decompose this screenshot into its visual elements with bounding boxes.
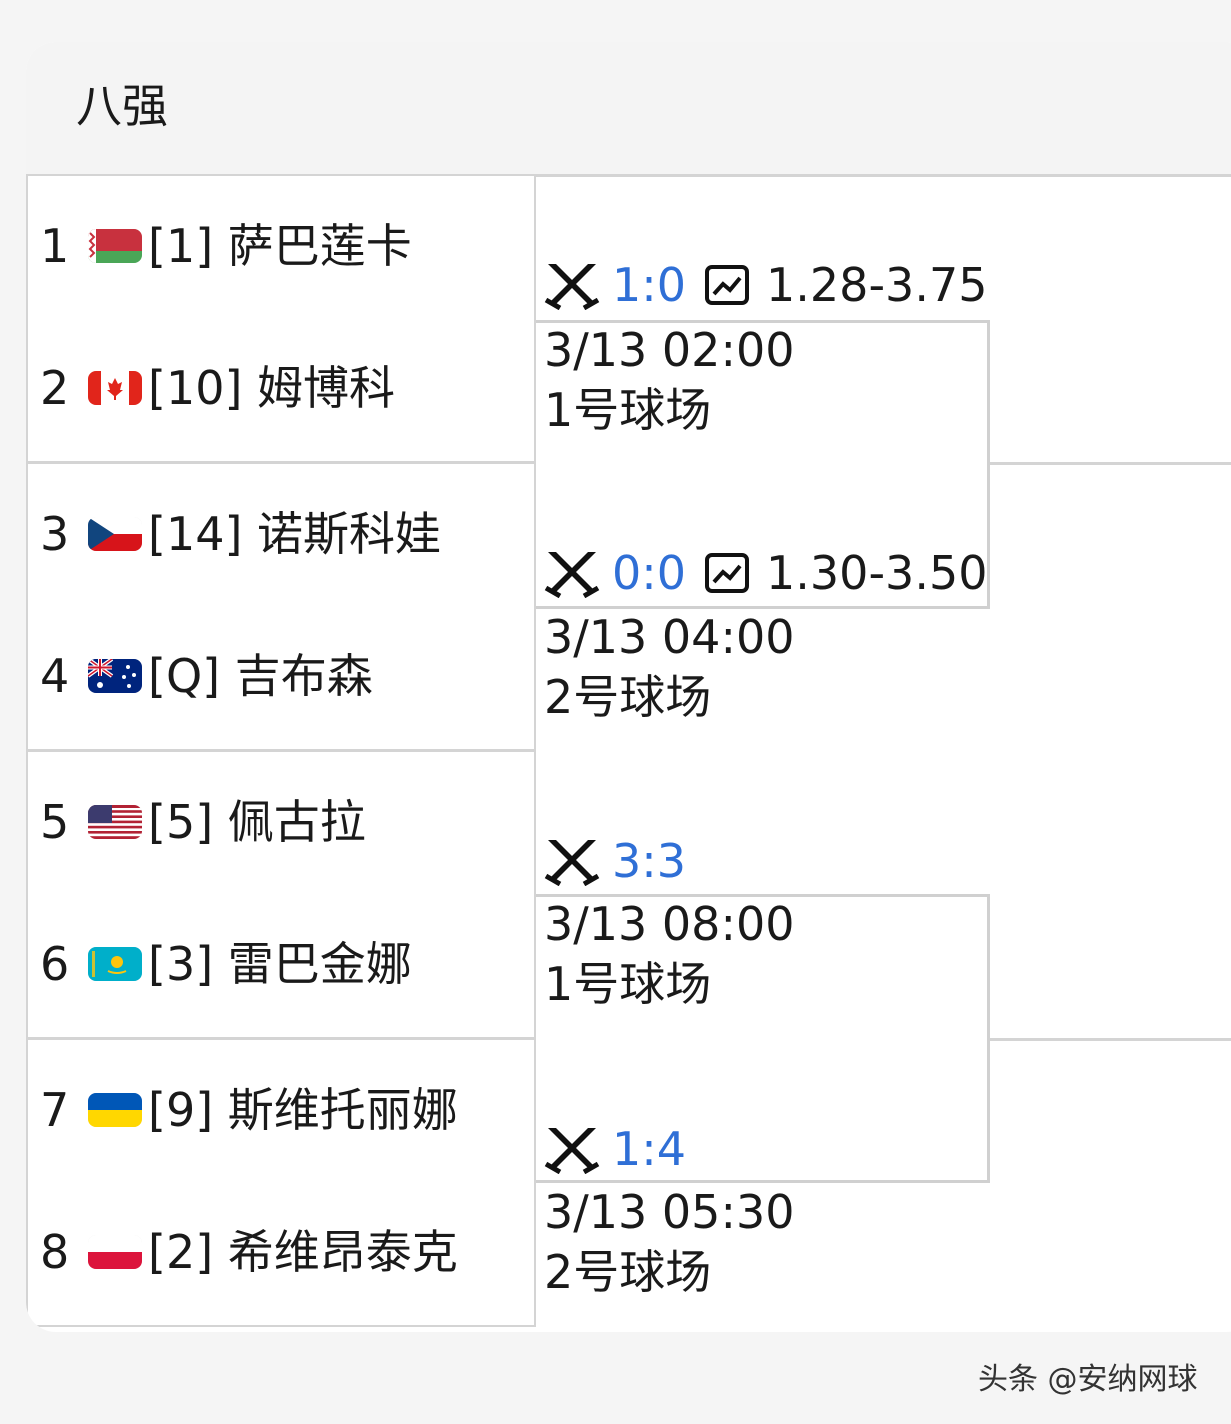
match-summary[interactable]: 1:0 1.28-3.75 bbox=[544, 260, 987, 310]
poland-flag-icon bbox=[88, 1235, 142, 1269]
match-summary[interactable]: 0:0 1.30-3.50 bbox=[544, 548, 987, 598]
player-number: 1 bbox=[40, 219, 70, 273]
belarus-flag-icon bbox=[88, 229, 142, 263]
match-datetime: 3/13 08:00 bbox=[544, 897, 795, 951]
bracket-line bbox=[536, 174, 1231, 177]
player-row[interactable]: 1 [1] 萨巴莲卡 bbox=[40, 216, 412, 276]
player-number: 5 bbox=[40, 795, 70, 849]
player-number: 4 bbox=[40, 649, 70, 703]
player-name: [2] 希维昂泰克 bbox=[148, 1225, 458, 1279]
player-name: [14] 诺斯科娃 bbox=[148, 507, 442, 561]
match-connector-box bbox=[536, 894, 990, 1183]
match-score: 3:3 bbox=[612, 834, 687, 888]
ukraine-flag-icon bbox=[88, 1093, 142, 1127]
match-court: 2号球场 bbox=[544, 1245, 712, 1299]
match-court: 2号球场 bbox=[544, 670, 712, 724]
match-pair-2 bbox=[26, 462, 536, 751]
crossed-swords-icon bbox=[544, 840, 600, 886]
crossed-swords-icon bbox=[544, 552, 600, 598]
match-datetime: 3/13 02:00 bbox=[544, 323, 795, 377]
player-number: 2 bbox=[40, 361, 70, 415]
bracket-line bbox=[990, 1038, 1231, 1041]
player-row[interactable]: 7 [9] 斯维托丽娜 bbox=[40, 1080, 458, 1140]
czech-flag-icon bbox=[88, 517, 142, 551]
usa-flag-icon bbox=[88, 805, 142, 839]
match-datetime: 3/13 04:00 bbox=[544, 610, 795, 664]
match-datetime: 3/13 05:30 bbox=[544, 1185, 795, 1239]
player-name: [5] 佩古拉 bbox=[148, 795, 366, 849]
match-odds: 1.28-3.75 bbox=[766, 258, 988, 312]
player-row[interactable]: 5 [5] 佩古拉 bbox=[40, 792, 366, 852]
match-court: 1号球场 bbox=[544, 957, 712, 1011]
match-connector-box bbox=[536, 320, 990, 609]
match-summary[interactable]: 1:4 bbox=[544, 1124, 686, 1174]
kazakhstan-flag-icon bbox=[88, 947, 142, 981]
player-name: [9] 斯维托丽娜 bbox=[148, 1083, 458, 1137]
player-number: 7 bbox=[40, 1083, 70, 1137]
match-pair-4 bbox=[26, 1038, 536, 1327]
player-row[interactable]: 3 [14] 诺斯科娃 bbox=[40, 504, 441, 564]
player-number: 3 bbox=[40, 507, 70, 561]
player-row[interactable]: 2 [10] 姆博科 bbox=[40, 358, 395, 418]
odds-chart-icon[interactable] bbox=[704, 264, 750, 306]
match-court: 1号球场 bbox=[544, 383, 712, 437]
player-name: [Q] 吉布森 bbox=[148, 649, 373, 703]
player-row[interactable]: 8 [2] 希维昂泰克 bbox=[40, 1222, 458, 1282]
match-score: 0:0 bbox=[612, 546, 687, 600]
watermark: 头条 @安纳网球 bbox=[978, 1362, 1198, 1397]
player-number: 8 bbox=[40, 1225, 70, 1279]
canada-flag-icon bbox=[88, 371, 142, 405]
match-summary[interactable]: 3:3 bbox=[544, 836, 686, 886]
player-name: [1] 萨巴莲卡 bbox=[148, 219, 412, 273]
match-odds: 1.30-3.50 bbox=[766, 546, 988, 600]
bracket-card: 八强 1 [1] 萨巴莲卡 2 [10] 姆博科 3 [14] 诺斯科娃 4 [… bbox=[26, 42, 1231, 1332]
crossed-swords-icon bbox=[544, 264, 600, 310]
player-row[interactable]: 6 [3] 雷巴金娜 bbox=[40, 934, 412, 994]
odds-chart-icon[interactable] bbox=[704, 552, 750, 594]
match-score: 1:0 bbox=[612, 258, 687, 312]
player-name: [10] 姆博科 bbox=[148, 361, 396, 415]
player-row[interactable]: 4 [Q] 吉布森 bbox=[40, 646, 373, 706]
card-header: 八强 bbox=[26, 42, 1231, 174]
crossed-swords-icon bbox=[544, 1128, 600, 1174]
bracket-line bbox=[990, 462, 1231, 465]
match-pair-1 bbox=[26, 174, 536, 463]
australia-flag-icon bbox=[88, 659, 142, 693]
round-title: 八强 bbox=[76, 79, 168, 133]
match-score: 1:4 bbox=[612, 1122, 687, 1176]
player-name: [3] 雷巴金娜 bbox=[148, 937, 412, 991]
player-number: 6 bbox=[40, 937, 70, 991]
